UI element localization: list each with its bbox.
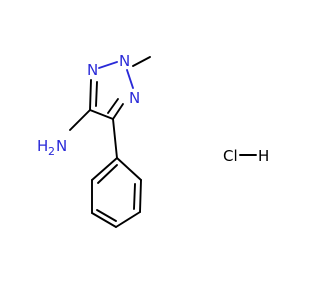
amine-h-subscript: 2: [48, 145, 55, 158]
phenyl-bond-3: [115, 211, 141, 228]
phenyl-bond-4-inner: [96, 209, 117, 222]
bond-amine: [69, 109, 91, 131]
phenyl-bond-6: [91, 157, 118, 181]
atom-n2-label: N: [119, 52, 130, 70]
amine-h-label: H: [37, 137, 48, 155]
bond-n1-n2: [98, 61, 118, 69]
atom-n1-label: N: [87, 61, 98, 79]
bond-c5-n1: [89, 79, 92, 111]
bond-n3-c4: [112, 103, 124, 120]
triazole-ring: [89, 61, 134, 120]
phenyl-bond-2: [139, 179, 142, 213]
phenyl-bond-4: [91, 212, 117, 228]
molecule-canvas: N N N H 2 N Cl H: [37, 52, 269, 228]
bond-methyl: [132, 56, 151, 67]
amine-n-label: N: [56, 137, 67, 155]
phenyl-bond-1: [116, 157, 142, 181]
hcl-cl-label: Cl: [223, 147, 238, 165]
phenyl-ring: [91, 157, 142, 228]
bond-c4-c5: [89, 109, 114, 120]
phenyl-bond-2-inner: [133, 183, 136, 210]
bond-n3-c4-double: [107, 98, 119, 114]
bond-n2-n3: [126, 69, 134, 89]
structure-diagram: N N N H 2 N Cl H: [37, 52, 269, 228]
bond-c4-phenyl: [112, 118, 118, 159]
bond-c5-n1-double: [95, 81, 98, 107]
phenyl-bond-6-inner: [97, 164, 118, 184]
atom-n3-label: N: [129, 89, 140, 107]
hcl-h-label: H: [258, 147, 269, 165]
